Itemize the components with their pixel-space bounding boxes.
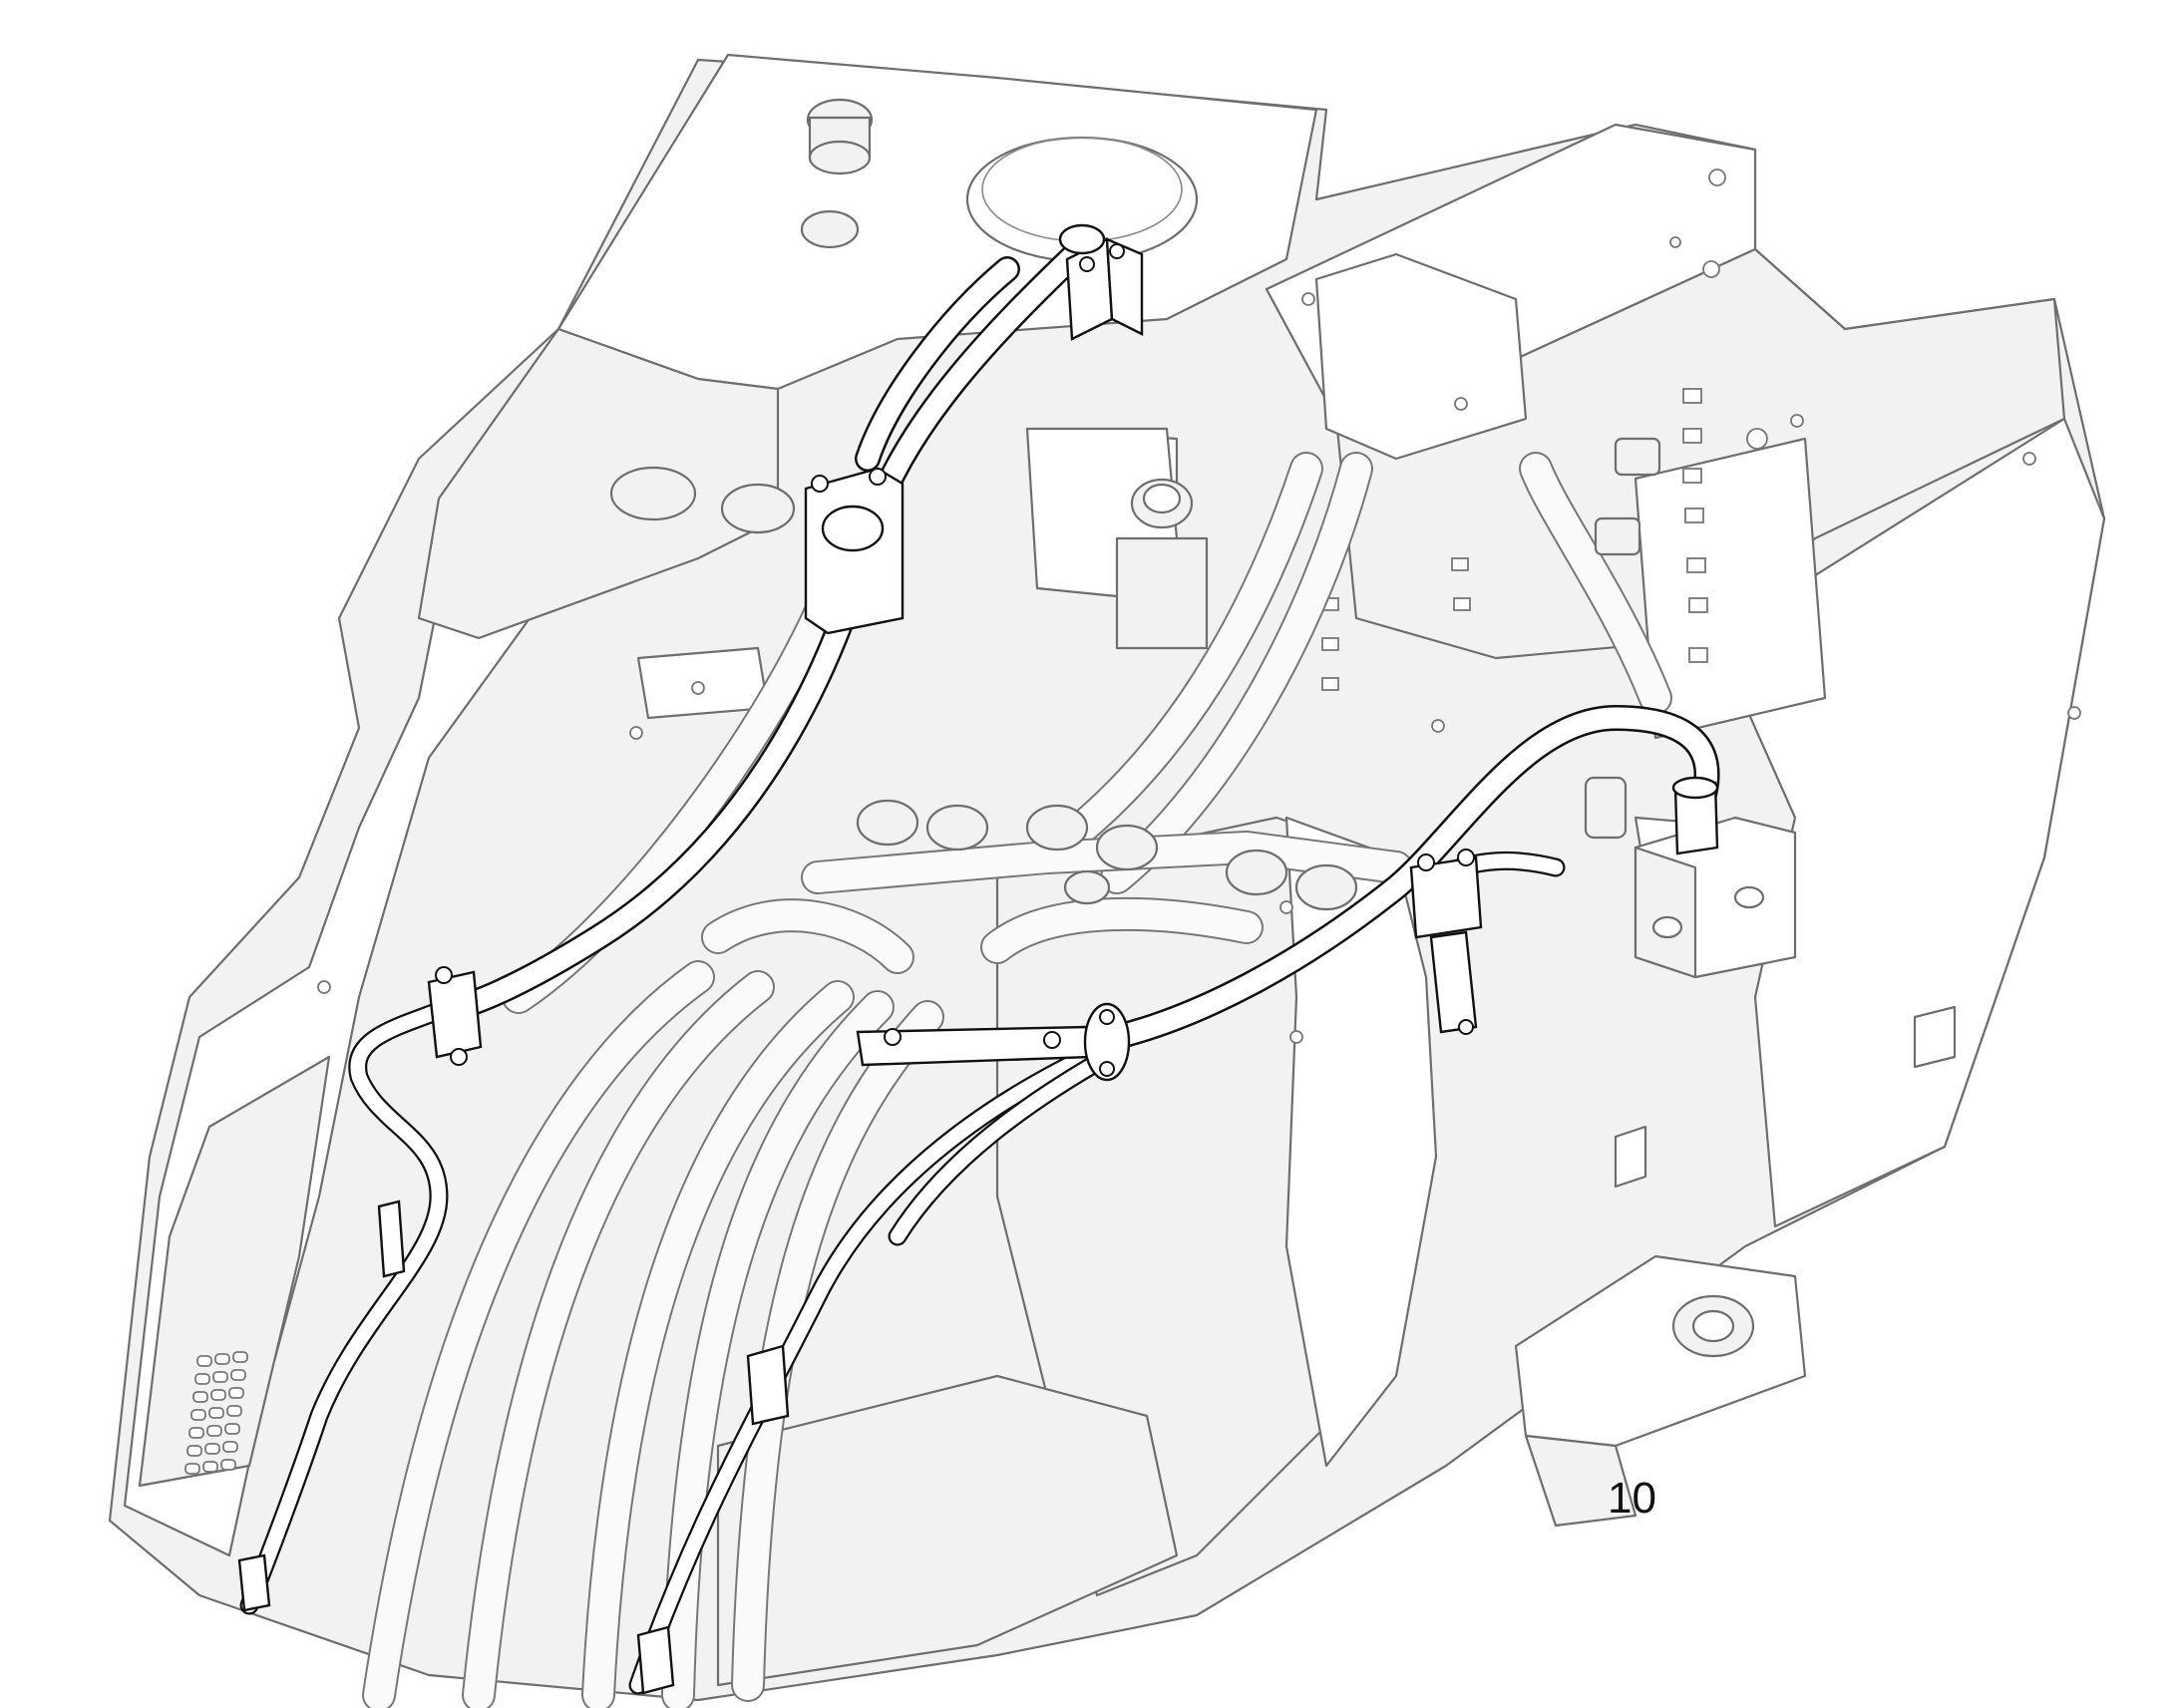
vent-grid (184, 1351, 248, 1475)
highlighted-hoses (239, 241, 1720, 1695)
frame-details (184, 98, 2081, 1475)
clamp-icon (804, 467, 905, 635)
right-fitting (1671, 776, 1719, 855)
center-coupling (856, 1002, 1131, 1082)
frame-holes (317, 169, 2081, 1044)
manifold-couplings (856, 799, 1358, 911)
left-clamp (237, 966, 483, 1612)
right-clamp (1409, 849, 1483, 1035)
valve-block-icon (1584, 437, 1797, 979)
fitting-studs (1321, 388, 1708, 691)
lower-clamps (636, 1344, 790, 1695)
valve-unit (1025, 427, 1209, 650)
callout-number: 10 (1608, 1474, 1656, 1523)
fitting-icon (1058, 223, 1144, 341)
